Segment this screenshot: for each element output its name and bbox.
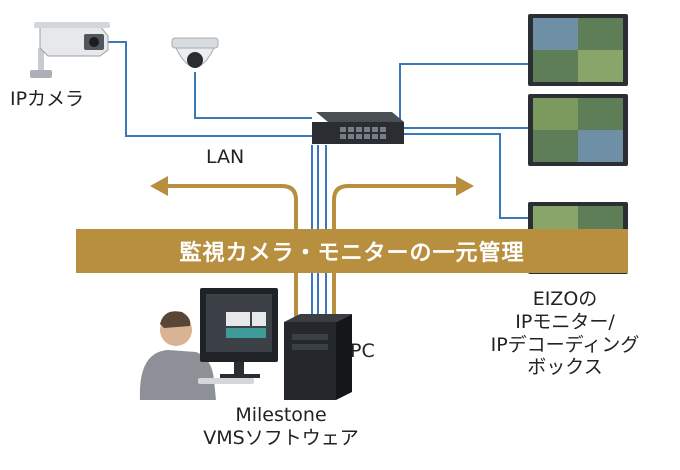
- lan-label: LAN: [206, 146, 245, 168]
- operator-person-icon: [139, 311, 216, 400]
- monitor-label-line2: IPモニター/: [515, 310, 615, 333]
- bullet-camera-icon: [30, 22, 110, 78]
- desktop-monitor-icon: [198, 288, 278, 384]
- ip-monitor-icon: [528, 14, 628, 86]
- software-label-line2: VMSソフトウェア: [203, 426, 359, 449]
- ip-camera-label: IPカメラ: [10, 88, 85, 110]
- pc-tower-icon: [284, 314, 352, 400]
- management-arrows: [166, 184, 458, 322]
- cable-monitor-1: [399, 63, 528, 122]
- arrow-right: [332, 184, 458, 322]
- cable-dome-camera: [194, 72, 312, 119]
- monitor-label: EIZOの IPモニター/ IPデコーディング ボックス: [480, 288, 650, 379]
- network-switch-icon: [312, 112, 404, 144]
- pc-label: PC: [350, 340, 375, 362]
- arrowhead-right-icon: [456, 176, 474, 196]
- ip-monitor-icon: [528, 94, 628, 166]
- arrow-left: [166, 184, 298, 322]
- software-label-line1: Milestone: [235, 404, 327, 426]
- monitor-label-line1: EIZOの: [532, 288, 598, 310]
- central-management-banner: 監視カメラ・モニターの一元管理: [76, 229, 628, 273]
- cable-monitor-3: [400, 133, 528, 219]
- monitor-label-line3: IPデコーディング: [490, 333, 640, 356]
- monitor-label-line4: ボックス: [527, 356, 603, 379]
- arrowhead-left-icon: [150, 176, 168, 196]
- cable-bullet-camera: [108, 41, 312, 137]
- software-label: Milestone VMSソフトウェア: [196, 404, 366, 450]
- dome-camera-icon: [171, 37, 219, 68]
